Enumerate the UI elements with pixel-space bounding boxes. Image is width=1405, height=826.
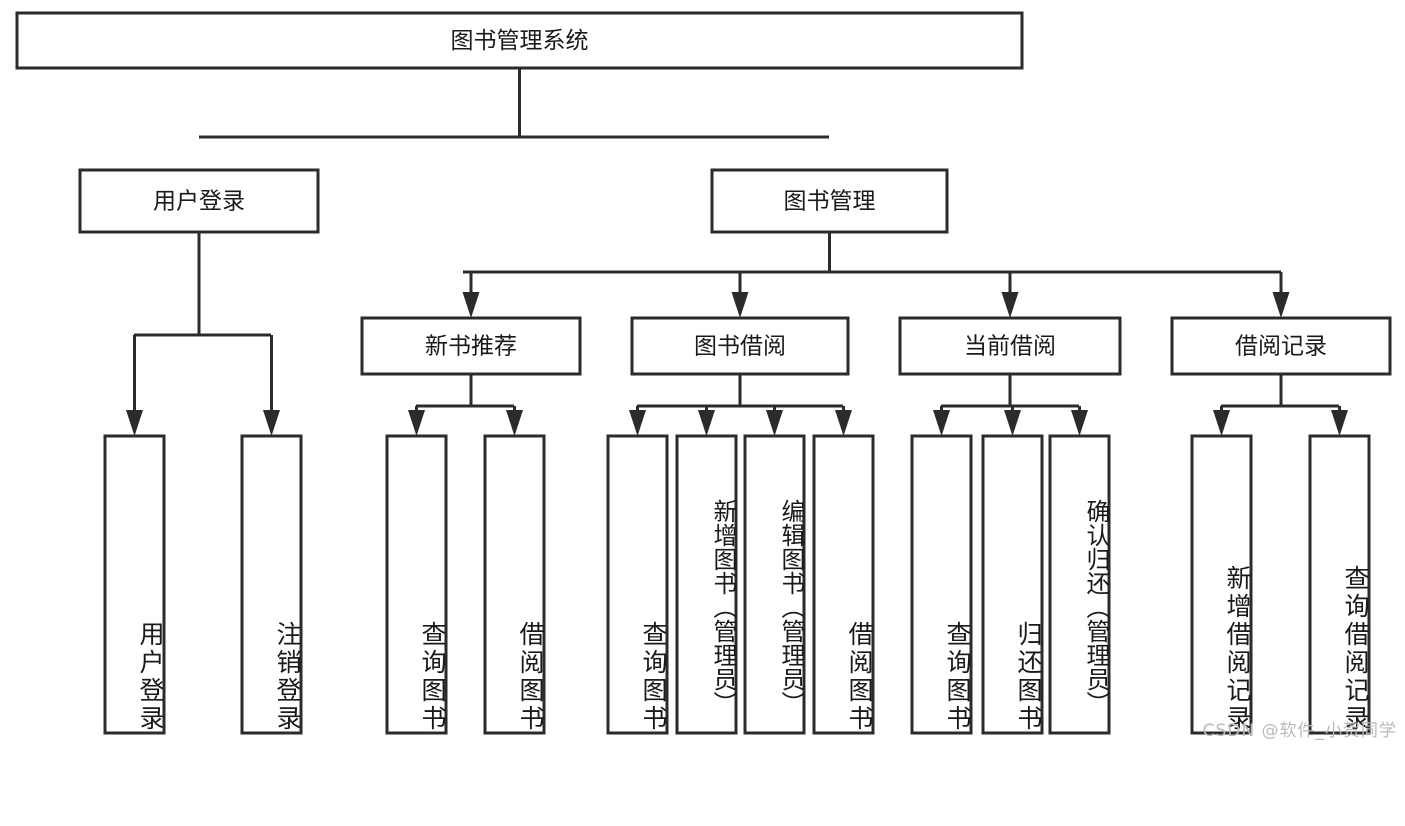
arrow-head-borrow-record	[1272, 292, 1290, 318]
node-book-manage[interactable]: 图书管理	[710, 168, 949, 234]
arrow-head-leaf-user-login	[126, 410, 143, 436]
arrow-head-leaf-user-logout	[263, 410, 280, 436]
node-borrow-record[interactable]: 借阅记录	[1170, 316, 1392, 376]
node-box-leaf-record-add[interactable]	[1190, 434, 1253, 735]
node-leaf-rec-query[interactable]	[385, 434, 448, 735]
node-user-login[interactable]: 用户登录	[78, 168, 320, 234]
node-box-borrow-record[interactable]	[1170, 316, 1392, 376]
node-leaf-borrow-add[interactable]	[675, 434, 738, 735]
node-leaf-current-confirm[interactable]	[1048, 434, 1111, 735]
arrow-head-book-borrow	[731, 292, 749, 318]
arrow-head-leaf-rec-query	[408, 410, 425, 436]
node-box-leaf-borrow-lend[interactable]	[812, 434, 875, 735]
node-new-book-rec[interactable]: 新书推荐	[360, 316, 582, 376]
node-current-borrow[interactable]: 当前借阅	[898, 316, 1122, 376]
node-label-root: 图书管理系统	[451, 28, 589, 54]
node-box-new-book-rec[interactable]	[360, 316, 582, 376]
node-label-user-login: 用户登录	[153, 189, 245, 215]
arrow-head-leaf-record-add	[1213, 410, 1230, 436]
arrow-head-leaf-borrow-query	[629, 410, 646, 436]
node-leaf-current-return[interactable]	[981, 434, 1044, 735]
node-box-leaf-rec-query[interactable]	[385, 434, 448, 735]
node-label-book-borrow: 图书借阅	[694, 334, 786, 360]
node-leaf-borrow-lend[interactable]	[812, 434, 875, 735]
node-label-borrow-record: 借阅记录	[1235, 334, 1327, 360]
arrow-head-leaf-record-query	[1331, 410, 1348, 436]
arrow-head-leaf-borrow-edit	[766, 410, 783, 436]
node-leaf-record-query[interactable]	[1308, 434, 1371, 735]
node-box-current-borrow[interactable]	[898, 316, 1122, 376]
connector-layer	[126, 68, 1348, 436]
node-box-user-login[interactable]	[78, 168, 320, 234]
arrow-head-leaf-current-confirm	[1071, 410, 1088, 436]
arrow-head-leaf-borrow-lend	[835, 410, 852, 436]
node-leaf-user-logout[interactable]	[240, 434, 303, 735]
node-box-leaf-user-login[interactable]	[103, 434, 166, 735]
node-leaf-borrow-query[interactable]	[606, 434, 669, 735]
arrow-head-leaf-rec-borrow	[506, 410, 523, 436]
node-leaf-user-login[interactable]	[103, 434, 166, 735]
arrow-head-leaf-borrow-add	[698, 410, 715, 436]
node-box-leaf-borrow-query[interactable]	[606, 434, 669, 735]
node-root[interactable]: 图书管理系统	[15, 11, 1024, 70]
node-label-book-manage: 图书管理	[784, 189, 876, 215]
node-label-new-book-rec: 新书推荐	[425, 334, 517, 360]
node-box-book-borrow[interactable]	[630, 316, 850, 376]
node-leaf-record-add[interactable]	[1190, 434, 1253, 735]
arrow-head-new-book-rec	[462, 292, 480, 318]
node-box-leaf-record-query[interactable]	[1308, 434, 1371, 735]
node-box-root[interactable]	[15, 11, 1024, 70]
watermark-text: CSDN @软件_小贺同学	[1202, 721, 1397, 741]
arrow-head-leaf-current-return	[1004, 410, 1021, 436]
node-box-leaf-current-return[interactable]	[981, 434, 1044, 735]
node-book-borrow[interactable]: 图书借阅	[630, 316, 850, 376]
node-box-leaf-user-logout[interactable]	[240, 434, 303, 735]
node-box-leaf-borrow-add[interactable]	[675, 434, 738, 735]
node-leaf-borrow-edit[interactable]	[743, 434, 806, 735]
arrow-head-leaf-current-query	[933, 410, 950, 436]
node-box-leaf-current-query[interactable]	[910, 434, 973, 735]
node-leaf-rec-borrow[interactable]	[483, 434, 546, 735]
node-box-leaf-rec-borrow[interactable]	[483, 434, 546, 735]
node-leaf-current-query[interactable]	[910, 434, 973, 735]
node-box-book-manage[interactable]	[710, 168, 949, 234]
arrow-head-current-borrow	[1001, 292, 1019, 318]
diagram-canvas: 图书管理系统用户登录图书管理新书推荐图书借阅当前借阅借阅记录 用户登录注销登录查…	[15, 11, 1397, 741]
node-box-leaf-current-confirm[interactable]	[1048, 434, 1111, 735]
node-label-current-borrow: 当前借阅	[964, 334, 1056, 360]
node-box-leaf-borrow-edit[interactable]	[743, 434, 806, 735]
